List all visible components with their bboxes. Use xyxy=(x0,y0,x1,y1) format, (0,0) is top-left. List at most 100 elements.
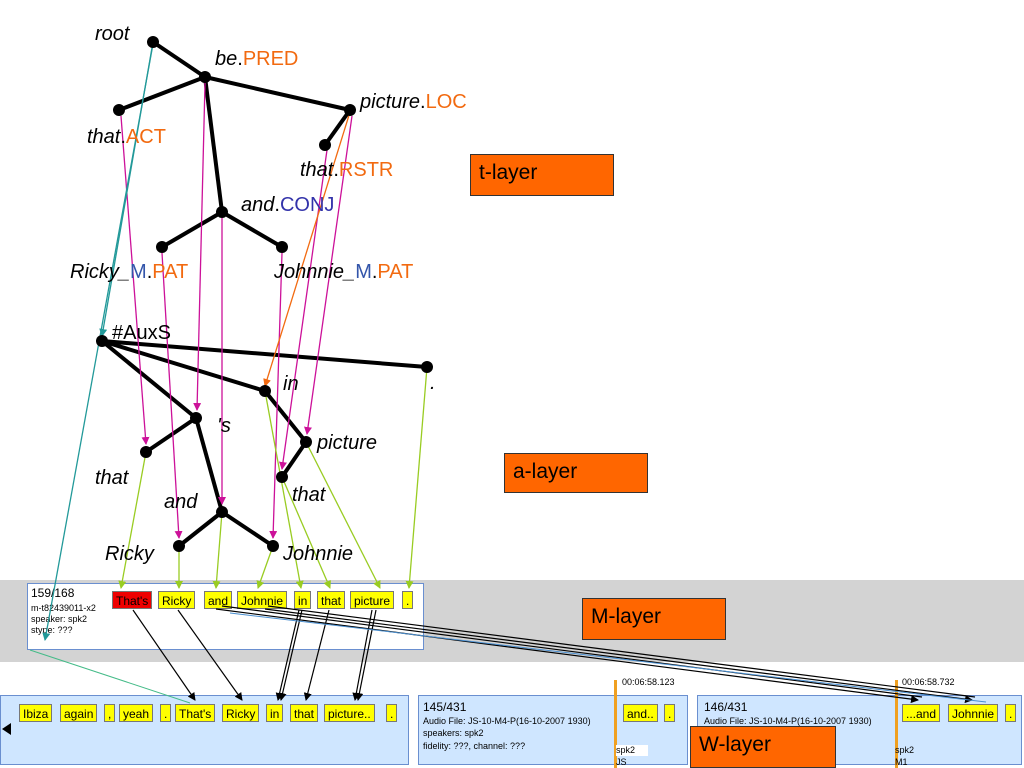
t-label-that-act: that.ACT xyxy=(87,126,166,148)
m-token[interactable]: That's xyxy=(112,591,153,609)
a-label-and: and xyxy=(164,491,198,513)
t-edge xyxy=(220,210,284,249)
w2-time: 00:06:58.123 xyxy=(620,677,677,687)
w-token[interactable]: yeah xyxy=(119,704,154,722)
link-arrow xyxy=(177,609,243,701)
link-arrow xyxy=(264,390,304,589)
t-label-ricky: Ricky_M.PAT xyxy=(70,261,189,283)
t-node-ricky xyxy=(156,241,168,253)
w3-id: 146/431 xyxy=(704,700,748,714)
link-arrow xyxy=(161,252,183,539)
m-token[interactable]: Ricky xyxy=(158,591,196,609)
m-token[interactable]: in xyxy=(294,591,312,609)
m-layer-label-box: M-layer xyxy=(582,598,726,640)
t-edge xyxy=(151,40,207,79)
a-layer-label-box: a-layer xyxy=(504,453,648,493)
t-node-and xyxy=(216,206,228,218)
a-label-auxs: #AuxS xyxy=(112,322,171,344)
w3-audio: Audio File: JS-10-M4-P(16-10-2007 1930) xyxy=(704,716,872,726)
a-edge xyxy=(101,339,266,393)
m-stype: stype: ??? xyxy=(31,625,73,635)
w-token[interactable]: ...and xyxy=(902,704,941,722)
w-token[interactable]: picture.. xyxy=(324,704,375,722)
t-edge xyxy=(118,75,206,112)
m-sentence-id: 159/168 xyxy=(31,586,75,600)
t-label-that-rstr: that.RSTR xyxy=(300,159,394,181)
m-token[interactable]: . xyxy=(402,591,414,609)
w2-speakers: speakers: spk2 xyxy=(423,728,484,738)
t-label-and: and.CONJ xyxy=(241,194,335,216)
a-edge xyxy=(177,510,224,548)
a-node-s xyxy=(190,412,202,424)
w-token[interactable]: . xyxy=(386,704,398,722)
w-token[interactable]: that xyxy=(290,704,319,722)
m-speaker: speaker: spk2 xyxy=(31,614,88,624)
t-nodes xyxy=(113,36,356,253)
w-token[interactable]: and.. xyxy=(623,704,658,722)
a-node-that1 xyxy=(140,446,152,458)
w2-speaker-tag: spk2 xyxy=(616,745,648,756)
link-arrow xyxy=(275,609,300,701)
t-label-johnnie: Johnnie_M.PAT xyxy=(274,261,414,283)
m-to-w-thin-link xyxy=(29,649,191,704)
link-arrow xyxy=(118,451,147,589)
w-token[interactable]: Johnnie xyxy=(948,704,999,722)
m-token[interactable]: that xyxy=(317,591,346,609)
m-token[interactable]: and xyxy=(204,591,233,609)
a-edge xyxy=(220,510,275,548)
t-edge xyxy=(323,108,352,147)
m-token[interactable]: picture xyxy=(350,591,395,609)
w-token[interactable]: , xyxy=(104,704,116,722)
a-edge xyxy=(194,417,224,513)
link-arrow xyxy=(405,366,428,589)
a-label-that1: that xyxy=(95,467,129,489)
loc-to-in-link xyxy=(263,111,351,387)
a-edge xyxy=(101,339,428,369)
a-edge xyxy=(263,389,308,444)
w3-time-marker[interactable] xyxy=(895,680,898,768)
t-label-be: be.PRED xyxy=(215,48,299,70)
w3-speaker-tag: spk2 xyxy=(895,745,915,755)
w-token[interactable]: That's xyxy=(175,704,216,722)
scroll-left-arrow-icon[interactable] xyxy=(2,723,11,735)
link-arrow xyxy=(279,149,328,470)
w-token[interactable]: again xyxy=(60,704,98,722)
m-doc-id: m-t82439011-x2 xyxy=(31,603,96,613)
t-node-that-rstr xyxy=(319,139,331,151)
w-token[interactable]: . xyxy=(664,704,676,722)
link-arrow xyxy=(264,608,973,704)
a-node-that2 xyxy=(276,471,288,483)
t-node-picture xyxy=(344,104,356,116)
w-token[interactable]: in xyxy=(266,704,284,722)
link-arrow xyxy=(120,115,150,445)
a-label-s: 's xyxy=(217,415,231,437)
w-token[interactable]: . xyxy=(160,704,172,722)
w-token[interactable]: Ricky xyxy=(222,704,260,722)
link-arrow xyxy=(304,115,353,435)
a-to-m-links xyxy=(118,366,428,589)
a-node-and xyxy=(216,506,228,518)
w2-speaker-code: JS xyxy=(616,757,627,767)
w-token[interactable]: Ibiza xyxy=(19,704,53,722)
t-edge xyxy=(160,210,224,249)
link-arrow xyxy=(303,609,330,701)
m-to-w-links xyxy=(132,605,976,704)
t-edge xyxy=(204,75,351,112)
a-node-period xyxy=(421,361,433,373)
a-nodes xyxy=(96,335,433,552)
w2-time-marker[interactable] xyxy=(614,680,617,768)
link-arrow xyxy=(221,605,923,698)
link-arrow xyxy=(269,252,283,539)
t-node-be xyxy=(199,71,211,83)
m-token[interactable]: Johnnie xyxy=(237,591,288,609)
t-node-that-act xyxy=(113,104,125,116)
a-label-in: in xyxy=(283,373,299,395)
a-edge xyxy=(280,440,308,479)
w-token[interactable]: . xyxy=(1005,704,1017,722)
link-arrow xyxy=(278,609,303,701)
t-label-root: root xyxy=(95,23,130,45)
a-node-ricky xyxy=(173,540,185,552)
t-tree-edges xyxy=(118,40,352,249)
w3-time: 00:06:58.732 xyxy=(900,677,957,687)
